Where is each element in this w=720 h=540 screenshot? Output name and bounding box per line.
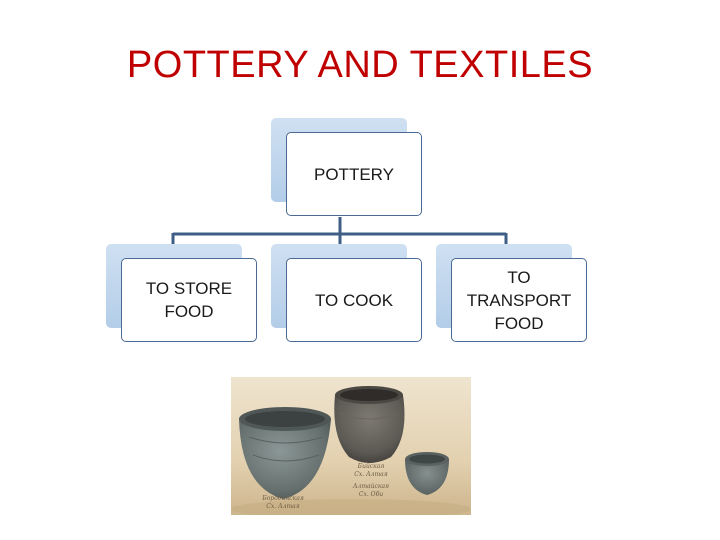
small-bowl [405,452,449,495]
tall-pot [334,386,405,463]
pottery-illustration [231,386,471,515]
slide-title: POTTERY AND TEXTILES [126,44,594,86]
node-label-to-cook: TO COOK [314,290,394,310]
node-label-pottery: POTTERY [314,164,394,184]
node-to-cook: TO COOK [271,244,422,342]
node-label-to-transport-food: TO TRANSPORT FOOD [466,267,572,333]
node-box: TO STORE FOOD [121,258,257,342]
node-pottery: POTTERY [271,118,422,216]
node-box: TO TRANSPORT FOOD [451,258,587,342]
node-to-transport-food: TO TRANSPORT FOOD [436,244,587,342]
node-box: POTTERY [286,132,422,216]
node-to-store-food: TO STORE FOOD [106,244,257,342]
large-bowl [239,407,331,499]
node-box: TO COOK [286,258,422,342]
node-label-to-store-food: TO STORE FOOD [145,279,233,321]
